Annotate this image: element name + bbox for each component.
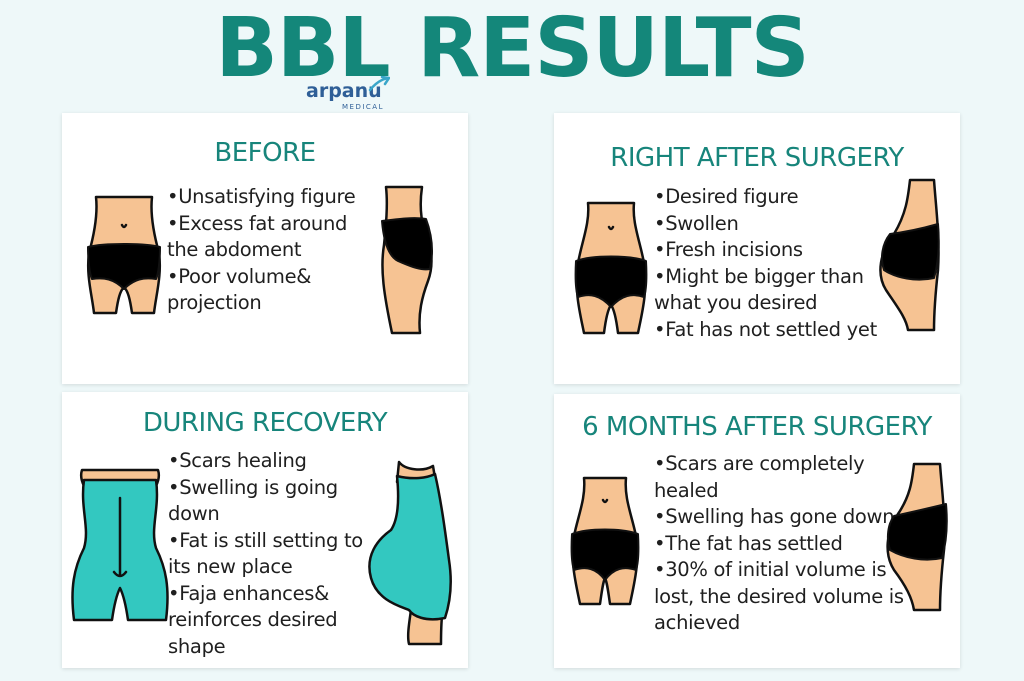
list-item: •Poor volume& projection — [167, 264, 312, 315]
logo-subtitle: MEDICAL — [342, 103, 384, 111]
front-body-illustration — [570, 476, 640, 606]
list-item: •30% of initial volume is lost, the desi… — [654, 558, 904, 634]
card-during-recovery: DURING RECOVERY •Scars healing •Swelling… — [62, 392, 468, 668]
bullet-list: •Scars healing •Swelling is going down •… — [168, 448, 368, 660]
list-item: •Swelling is going down — [168, 475, 338, 526]
list-item: •Unsatisfying figure — [167, 185, 356, 208]
card-6-months-after-surgery: 6 MONTHS AFTER SURGERY •Scars are comple… — [554, 394, 960, 668]
card-title: DURING RECOVERY — [142, 408, 388, 438]
front-body-illustration — [574, 201, 648, 335]
list-item: •Faja enhances& reinforces desired shape — [168, 581, 338, 658]
side-body-illustration — [381, 185, 434, 335]
list-item: •Scars are completely healed — [654, 452, 865, 502]
list-item: •Fat has not settled yet — [654, 317, 877, 341]
card-before: BEFORE •Unsatisfying figure •Excess fat … — [62, 113, 468, 384]
faja-back-illustration — [71, 468, 169, 622]
list-item: •Swollen — [654, 211, 739, 235]
list-item: •Swelling has gone down — [654, 505, 895, 528]
arpanu-logo: arpanu MEDICAL — [306, 76, 390, 114]
side-body-illustration — [879, 178, 940, 332]
list-item: •Excess fat around the abdoment — [167, 211, 348, 262]
logo-word: arpanu — [306, 80, 382, 102]
logo-arrow-icon — [368, 76, 390, 92]
card-title: BEFORE — [214, 138, 316, 168]
list-item: •Fresh incisions — [654, 238, 803, 261]
list-item: •Desired figure — [654, 185, 799, 208]
list-item: •Fat is still setting to its new place — [168, 528, 363, 579]
card-right-after-surgery: RIGHT AFTER SURGERY •Desired figure •Swo… — [554, 113, 960, 384]
faja-side-illustration — [368, 460, 452, 646]
list-item: •Scars healing — [168, 449, 307, 472]
side-body-illustration — [886, 462, 948, 612]
bullet-list: •Desired figure •Swollen •Fresh incision… — [654, 184, 914, 343]
bullet-list: •Unsatisfying figure •Excess fat around … — [167, 184, 377, 317]
bullet-list: •Scars are completely healed •Swelling h… — [654, 451, 914, 637]
page-title: BBL RESULTS — [215, 1, 809, 96]
list-item: •The fat has settled — [654, 531, 843, 555]
card-title: 6 MONTHS AFTER SURGERY — [582, 412, 932, 442]
card-title: RIGHT AFTER SURGERY — [610, 143, 904, 173]
list-item: •Might be bigger than what you desired — [654, 264, 864, 315]
front-body-illustration — [86, 195, 162, 315]
